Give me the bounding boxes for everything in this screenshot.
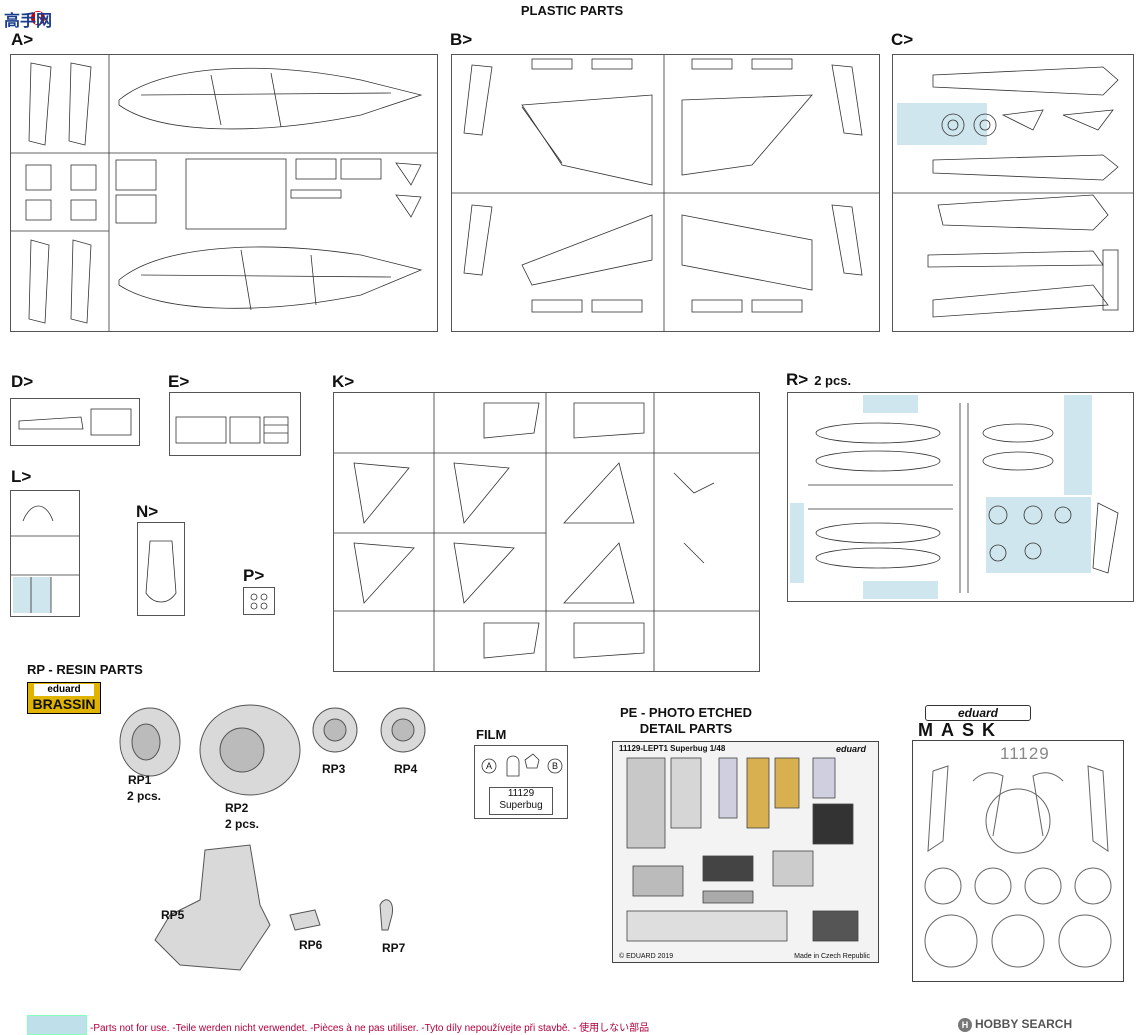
sprue-n-label: N>	[136, 502, 159, 521]
sprue-d-frame	[10, 398, 140, 446]
rp4-label: RP4	[394, 762, 418, 776]
brassin-logo: eduard BRASSIN	[27, 682, 101, 714]
brassin-brand-top: eduard	[34, 684, 94, 696]
pe-made-in: Made in Czech Republic	[794, 953, 870, 960]
sprue-p-drawing	[250, 593, 268, 610]
sprue-l-drawing	[11, 505, 79, 613]
sprue-p-label: P>	[243, 566, 265, 585]
pe-title-line1: PE - PHOTO ETCHED	[620, 705, 752, 720]
rp3-label: RP3	[322, 762, 346, 776]
pe-parts-drawing	[626, 757, 859, 942]
sprue-k-label: K>	[332, 372, 355, 391]
mask-brand: eduard	[925, 705, 1031, 721]
sprue-b-label: B>	[450, 30, 473, 49]
pe-title: PE - PHOTO ETCHED DETAIL PARTS	[598, 705, 774, 737]
sprue-e-frame	[169, 392, 301, 456]
sprue-k-drawing	[334, 393, 759, 671]
film-frame: A B 11129 Superbug	[474, 745, 568, 819]
watermark-logo-icon: H	[958, 1017, 972, 1032]
sprue-a-label: A>	[11, 30, 34, 49]
rp1-label: RP1	[128, 773, 152, 787]
mask-code: 11129	[1000, 744, 1050, 763]
sprue-k-frame	[333, 392, 760, 672]
sprue-r-frame	[787, 392, 1134, 602]
pe-title-line2: DETAIL PARTS	[639, 721, 733, 736]
sprue-n-drawing	[145, 540, 177, 603]
brassin-brand-bottom: BRASSIN	[32, 696, 96, 712]
film-drawing	[481, 753, 563, 777]
sprue-e-label: E>	[168, 372, 190, 391]
film-label-box: 11129 Superbug	[489, 787, 553, 815]
sprue-r-drawing	[790, 395, 1119, 599]
film-marker-a: A	[486, 761, 493, 771]
film-code: 11129	[507, 788, 535, 799]
site-logo: 高手网	[2, 2, 74, 32]
page-title: PLASTIC PARTS	[520, 3, 624, 18]
sprue-c-frame	[892, 54, 1134, 332]
sprue-l-frame	[10, 490, 80, 617]
film-name: Superbug	[499, 800, 543, 811]
sprue-n-frame	[137, 522, 185, 616]
resin-parts-drawing	[119, 704, 426, 971]
sprue-a-drawing	[11, 55, 437, 331]
sprue-a-frame	[10, 54, 438, 332]
sprue-b-drawing	[452, 55, 879, 331]
rp1-qty: 2 pcs.	[127, 789, 162, 803]
sprue-r-qty: 2 pcs.	[814, 373, 852, 388]
sprue-r-letter: R>	[786, 370, 809, 389]
film-title: FILM	[476, 727, 507, 742]
pe-fret-label: 11129-LEPT1 Superbug 1/48	[619, 744, 726, 753]
pe-brand: eduard	[835, 744, 866, 754]
sprue-c-label: C>	[891, 30, 914, 49]
pe-copyright: © EDUARD 2019	[619, 953, 674, 960]
sprue-c-drawing	[893, 66, 1133, 318]
rp2-qty: 2 pcs.	[225, 817, 260, 831]
rp2-label: RP2	[225, 801, 249, 815]
sprue-d-drawing	[18, 408, 132, 436]
film-marker-b: B	[552, 761, 559, 771]
unused-parts-legend: -Parts not for use. -Teile werden nicht …	[90, 1023, 650, 1034]
sprue-d-label: D>	[11, 372, 34, 391]
logo-text: 高手网	[4, 13, 53, 30]
sprue-p-frame	[243, 587, 275, 615]
rp7-label: RP7	[382, 941, 406, 955]
mask-drawing	[924, 765, 1112, 968]
resin-title: RP - RESIN PARTS	[27, 662, 143, 677]
pe-fret: 11129-LEPT1 Superbug 1/48 eduard © EDUAR…	[612, 741, 879, 963]
sprue-b-frame	[451, 54, 880, 332]
rp6-label: RP6	[299, 938, 323, 952]
sprue-e-drawing	[175, 416, 289, 444]
sprue-r-label: R> 2 pcs.	[786, 370, 851, 390]
mask-title: MASK	[918, 720, 1003, 740]
rp5-label: RP5	[161, 908, 185, 922]
logo-graphic	[31, 11, 45, 25]
unused-parts-swatch	[27, 1015, 87, 1035]
watermark-text: HOBBY SEARCH	[975, 1017, 1073, 1031]
mask-sheet	[912, 740, 1124, 982]
sprue-l-label: L>	[11, 467, 32, 486]
